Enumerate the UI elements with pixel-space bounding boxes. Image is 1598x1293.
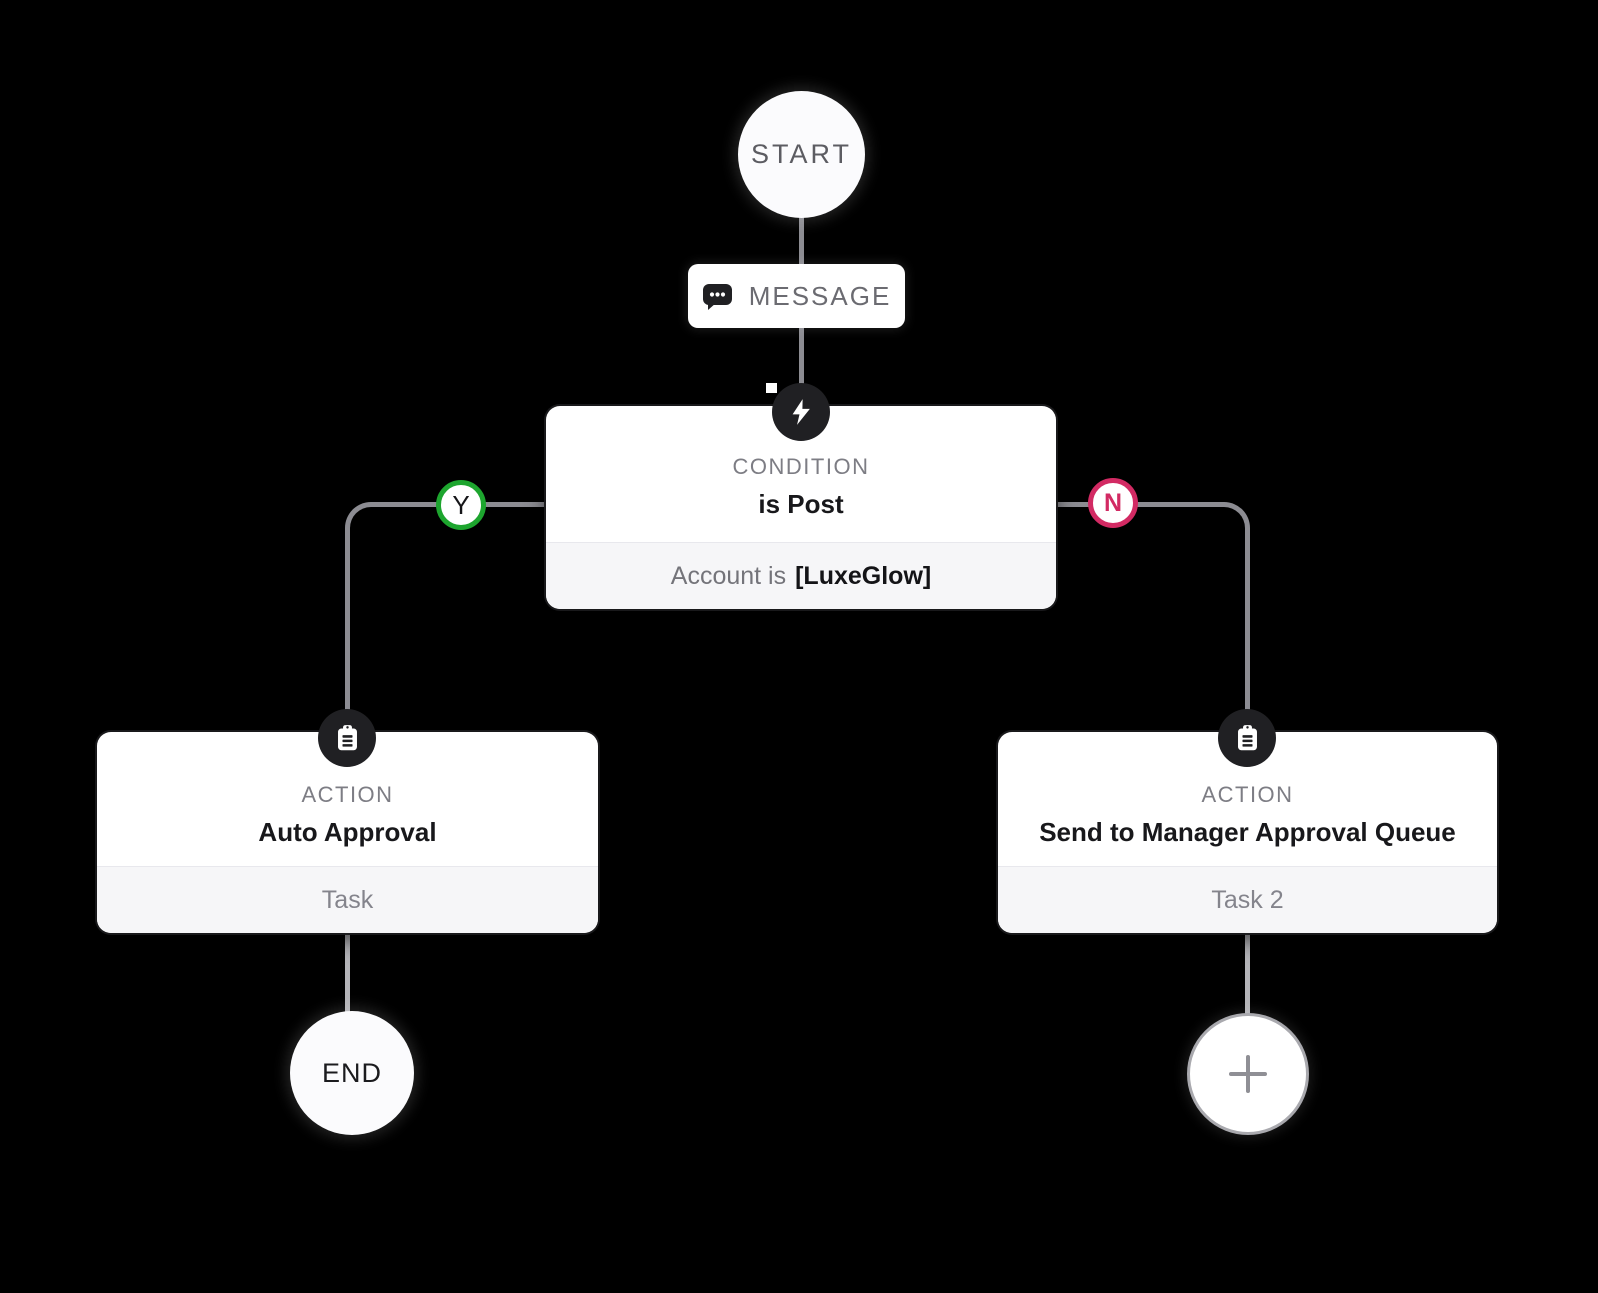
action-footer-label: Task xyxy=(321,885,374,914)
start-node[interactable]: START xyxy=(738,91,865,218)
anchor-dot xyxy=(766,383,777,393)
condition-type-label: CONDITION xyxy=(732,454,870,479)
message-node[interactable]: MESSAGE xyxy=(688,264,905,328)
plus-icon xyxy=(1228,1054,1268,1094)
message-label: MESSAGE xyxy=(748,280,892,311)
connector-start-message xyxy=(799,215,804,267)
action-footer-label: Task 2 xyxy=(1211,885,1284,914)
action-footer: Task xyxy=(97,866,598,933)
end-node[interactable]: END xyxy=(290,1011,414,1135)
connector-action-end xyxy=(345,933,350,1013)
connector-action-add xyxy=(1245,933,1250,1015)
action-title: Send to Manager Approval Queue xyxy=(1039,817,1456,847)
chat-bubble-icon xyxy=(702,283,733,310)
no-badge: N xyxy=(1088,478,1138,528)
yes-label: Y xyxy=(452,489,470,520)
condition-footer-prefix: Account is xyxy=(670,561,787,590)
clipboard-icon xyxy=(1218,709,1276,767)
yes-badge: Y xyxy=(436,480,486,530)
start-label: START xyxy=(750,139,852,169)
connector-yes-branch xyxy=(345,502,546,712)
condition-footer: Account is [LuxeGlow] xyxy=(546,542,1056,609)
add-node-button[interactable] xyxy=(1187,1013,1309,1135)
connector-message-condition xyxy=(799,328,804,386)
no-label: N xyxy=(1103,488,1123,517)
end-label: END xyxy=(321,1057,382,1088)
connector-no-branch xyxy=(1056,502,1250,712)
condition-title: is Post xyxy=(758,489,844,519)
action-title: Auto Approval xyxy=(258,817,437,847)
action-type-label: ACTION xyxy=(301,782,394,807)
condition-footer-value: [LuxeGlow] xyxy=(795,561,932,590)
condition-node[interactable]: CONDITION is Post Account is [LuxeGlow] xyxy=(546,406,1056,609)
action-footer: Task 2 xyxy=(998,866,1497,933)
lightning-bolt-icon xyxy=(772,383,830,441)
clipboard-icon xyxy=(318,709,376,767)
action-type-label: ACTION xyxy=(1201,782,1294,807)
